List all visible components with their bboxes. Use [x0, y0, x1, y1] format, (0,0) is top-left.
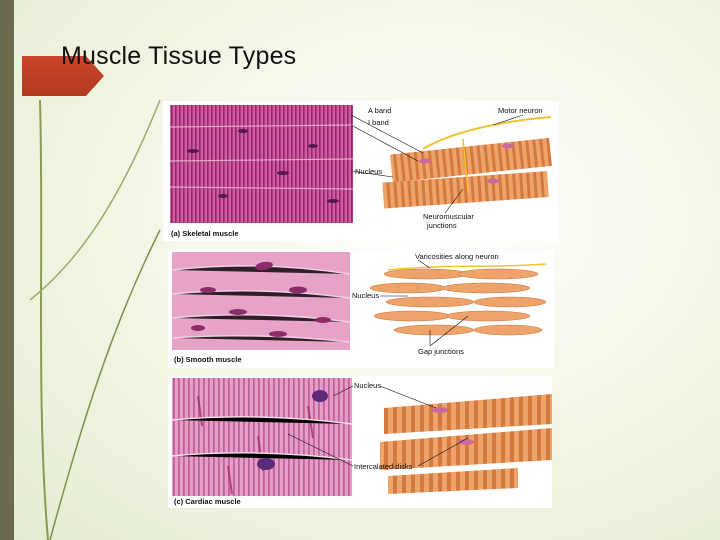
smooth-muscle-figure: Varicosities along neuron Nucleus Gap ju… — [168, 250, 554, 368]
label-motor-neuron: Motor neuron — [498, 106, 543, 115]
skeletal-micrograph — [170, 105, 353, 223]
label-gap-junctions: Gap junctions — [418, 347, 464, 356]
caption-smooth: (b) Smooth muscle — [174, 355, 242, 364]
left-accent-bar — [0, 0, 14, 540]
label-nmj-2: junctions — [426, 221, 457, 230]
label-varicosities: Varicosities along neuron — [415, 252, 499, 261]
slide-title: Muscle Tissue Types — [61, 42, 297, 70]
cardiac-fiber-2 — [380, 428, 552, 470]
title-accent-tab — [22, 56, 104, 96]
cardiac-fiber-1 — [384, 394, 552, 434]
label-i-band: I band — [368, 118, 389, 127]
skeletal-muscle-figure: A band I band Nucleus Motor neuron Neuro… — [163, 101, 559, 241]
label-nucleus-cardiac: Nucleus — [354, 381, 381, 390]
caption-cardiac: (c) Cardiac muscle — [174, 497, 241, 506]
skeletal-fiber-1 — [389, 137, 552, 183]
label-a-band: A band — [368, 106, 391, 115]
cardiac-muscle-figure: Nucleus Intercalated disks (c) Cardiac m… — [168, 376, 552, 508]
caption-skeletal: (a) Skeletal muscle — [171, 229, 239, 238]
label-intercalated-disks: Intercalated disks — [354, 462, 413, 471]
label-nucleus-smooth: Nucleus — [352, 291, 379, 300]
label-nmj: Neuromuscular — [423, 212, 474, 221]
skeletal-fiber-2 — [382, 171, 549, 209]
label-nucleus-skeletal: Nucleus — [355, 167, 382, 176]
cardiac-nucleus-1 — [312, 390, 328, 402]
cardiac-nucleus-2 — [257, 458, 275, 470]
cardiac-fiber-3 — [388, 468, 518, 494]
